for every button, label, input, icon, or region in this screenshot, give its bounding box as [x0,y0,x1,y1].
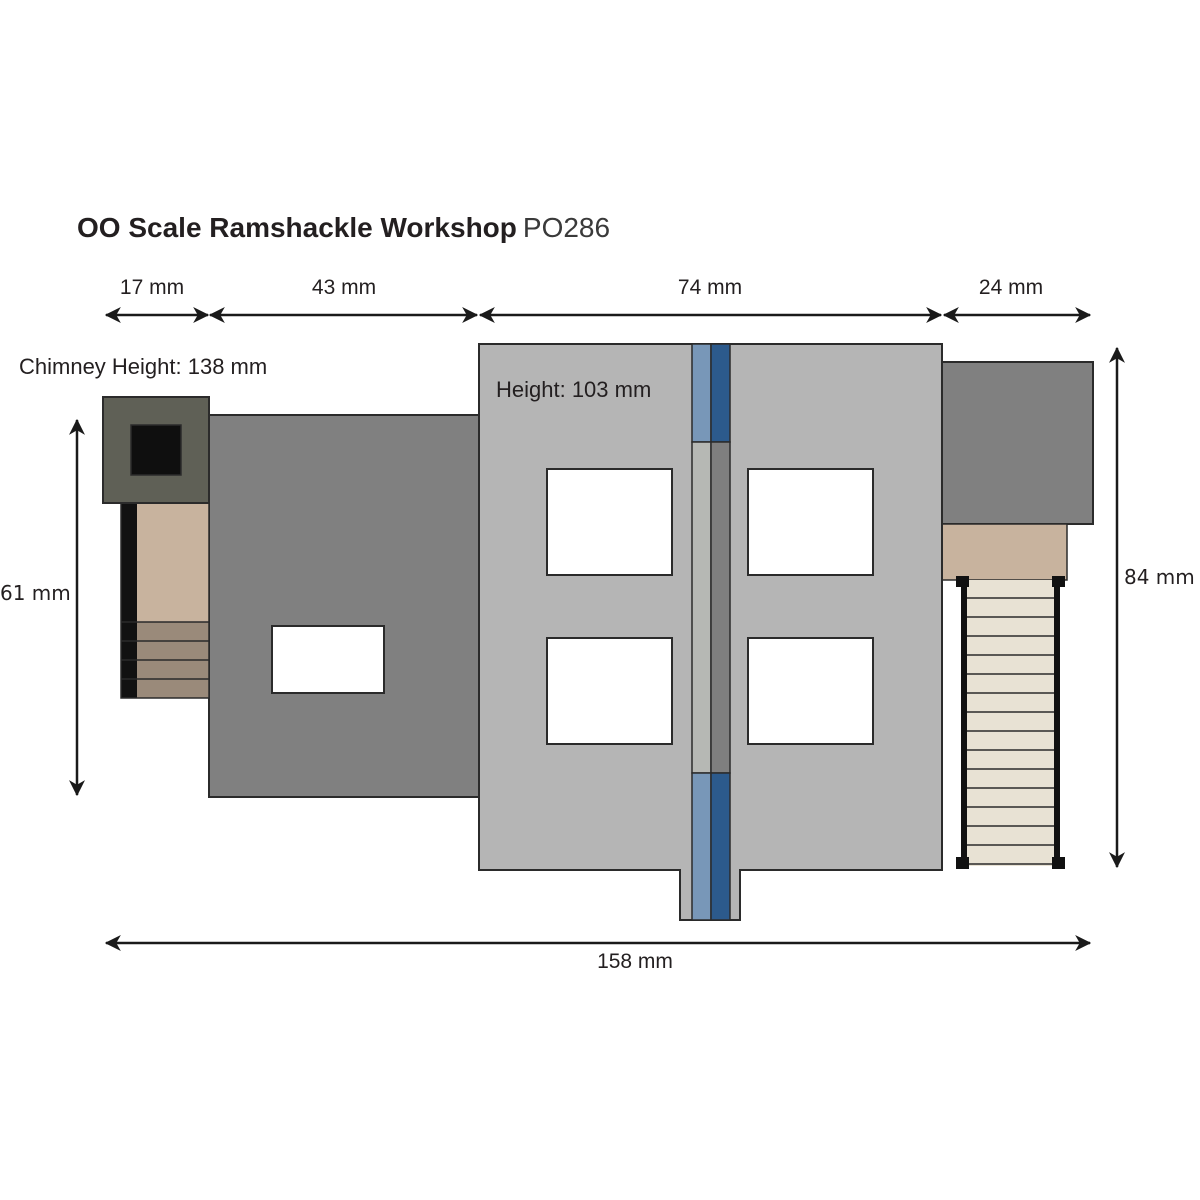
staircase [956,576,1065,869]
chimney [102,396,210,699]
left-wing [208,414,480,798]
dim-label-left-height: 61 mm [0,581,71,605]
product-code: PO286 [523,212,610,243]
right-height-dimension: 84 mm [1109,346,1195,869]
right-wing [941,361,1094,869]
main-window-top-left [546,468,673,576]
chimney-post [121,503,137,698]
main-window-bottom-right [747,637,874,745]
main-height-note: Height: 103 mm [496,377,651,402]
dim-label-right-height: 84 mm [1124,565,1195,589]
dim-label-left-wing-width: 43 mm [312,276,376,299]
right-wing-landing [941,523,1068,581]
ridge-light [691,441,712,774]
bottom-width-dimension: 158 mm [104,935,1092,973]
left-height-dimension: 61 mm [0,418,85,797]
stair-stringer-left [961,578,967,868]
chimney-stack [137,503,209,622]
ridge-dark [710,441,731,774]
left-wing-roof [208,414,480,798]
main-window-bottom-left [546,637,673,745]
stair-post [1052,576,1065,587]
top-dimensions: 17 mm 43 mm 74 mm 24 mm [104,276,1092,323]
dim-label-total-width: 158 mm [597,950,673,973]
chimney-height-note: Chimney Height: 138 mm [19,354,267,379]
dim-label-right-wing-width: 24 mm [979,276,1043,299]
chimney-flue [130,424,182,476]
gutter-dark-blue-bottom [710,772,731,921]
stair-post [1052,857,1065,869]
dim-label-main-width: 74 mm [678,276,742,299]
dim-label-chimney-width: 17 mm [120,276,184,299]
main-building: Height: 103 mm [478,343,943,921]
left-wing-window [271,625,385,694]
right-wing-roof [941,361,1094,525]
stair-post [956,576,969,587]
stair-post [956,857,969,869]
gutter-dark-blue-top [710,343,731,443]
main-window-top-right [747,468,874,576]
stair-stringer-right [1054,578,1060,868]
product-name: OO Scale Ramshackle Workshop [77,212,517,243]
gutter-light-blue-top [691,343,712,443]
gutter-light-blue-bottom [691,772,712,921]
stair-treads [964,580,1057,866]
